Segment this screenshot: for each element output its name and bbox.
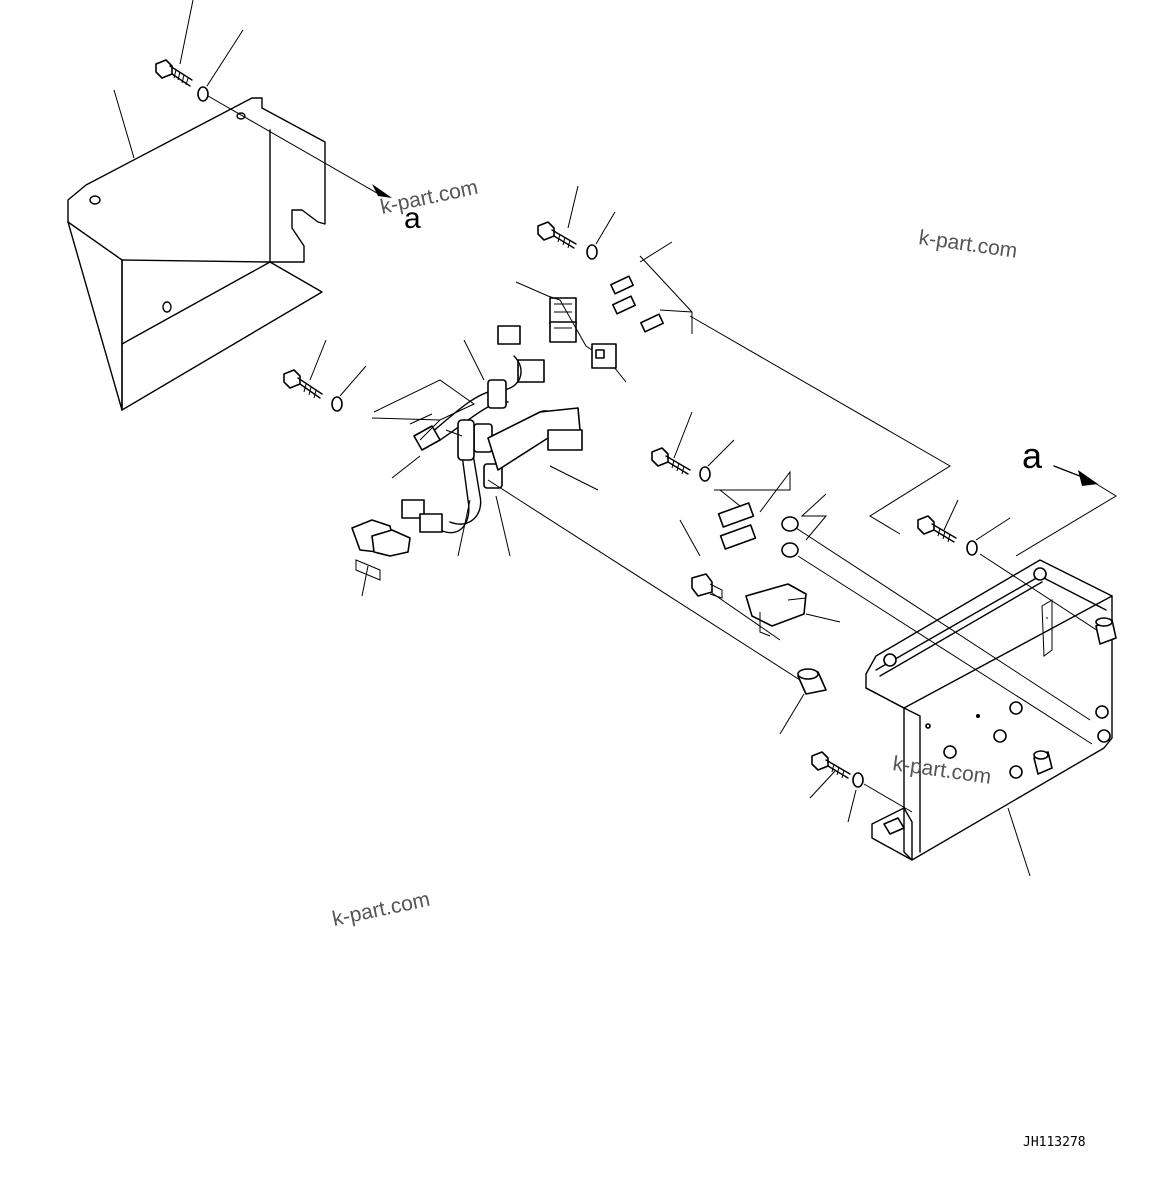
callout-bracket — [714, 470, 791, 513]
connector-block — [497, 297, 577, 383]
washer-icon — [699, 466, 711, 482]
leader-lines — [567, 185, 673, 263]
center-line — [487, 479, 801, 681]
leader-lines — [805, 613, 841, 623]
relay-icon — [745, 583, 807, 637]
washer-icon — [586, 244, 598, 260]
center-line — [979, 553, 1113, 641]
leader-lines — [943, 499, 1011, 541]
watermark: k-part.com — [330, 888, 432, 931]
reference-line — [689, 315, 1117, 557]
leader-lines — [391, 339, 599, 557]
spacer-icon — [797, 668, 827, 695]
drawing-number: JH113278 — [1023, 1135, 1086, 1150]
washer-icon — [852, 772, 864, 788]
leader-lines — [779, 693, 805, 735]
callout-bracket — [639, 255, 693, 334]
leader-lines — [113, 0, 244, 159]
center-line — [795, 527, 1093, 745]
leader-lines — [1007, 807, 1031, 877]
watermark: k-part.com — [891, 752, 992, 789]
washer-icon — [331, 396, 343, 412]
watermark: k-part.com — [378, 176, 480, 219]
center-line — [863, 783, 913, 813]
leader-lines — [673, 411, 735, 467]
terminal-clips — [610, 275, 664, 333]
bolt-icon — [651, 447, 691, 475]
watermarks: k-part.com k-part.com k-part.com k-part.… — [330, 176, 1018, 931]
relay-icon — [591, 343, 617, 369]
mounting-bracket — [865, 559, 1117, 861]
washer-icon — [966, 540, 978, 556]
view-marker-label: a — [1022, 435, 1043, 476]
bolt-icon — [917, 515, 957, 543]
bolt-icon — [691, 573, 723, 599]
arrow-icon — [1078, 470, 1098, 486]
connector-block — [351, 519, 411, 581]
callout-bracket — [371, 379, 475, 441]
washer-icon — [781, 516, 799, 532]
washer-icon — [781, 542, 799, 558]
watermark: k-part.com — [917, 226, 1018, 263]
wire-harness — [401, 355, 583, 534]
leader-lines — [309, 339, 367, 397]
bolt-icon — [155, 59, 193, 87]
center-line — [207, 95, 383, 197]
view-marker-label: a — [404, 202, 421, 235]
bolt-icon — [537, 221, 577, 249]
callout-bracket — [800, 493, 828, 541]
washer-icon — [197, 86, 209, 102]
leader-lines — [361, 565, 369, 597]
terminal-clips — [717, 502, 757, 550]
leader-lines — [809, 769, 857, 823]
bolt-icon — [283, 369, 323, 399]
bolt-icon — [811, 751, 851, 779]
arrow-icon — [372, 184, 392, 198]
cover-plate — [67, 97, 326, 411]
